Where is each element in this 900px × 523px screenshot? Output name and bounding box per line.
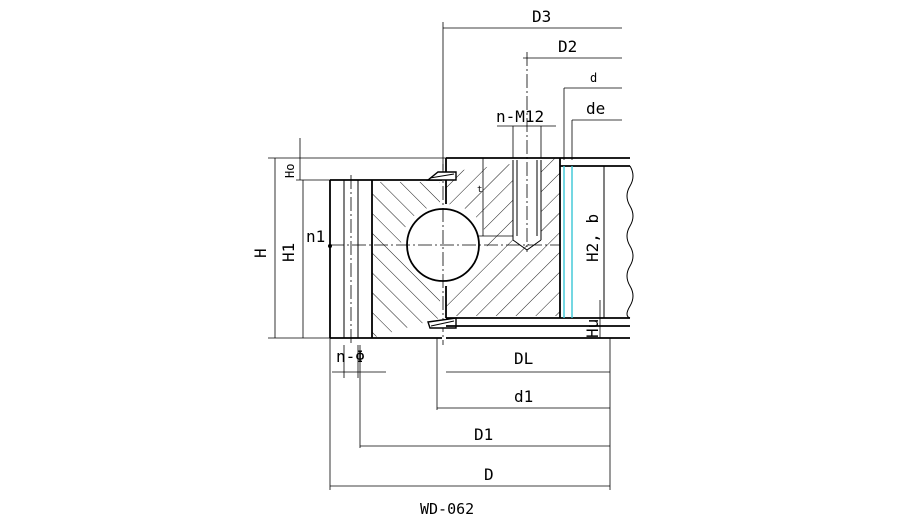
label-D: D bbox=[484, 465, 494, 484]
label-d1: d1 bbox=[514, 387, 533, 406]
label-H2b: H2, b bbox=[583, 214, 602, 262]
label-D3: D3 bbox=[532, 7, 551, 26]
inner-ring bbox=[445, 52, 561, 319]
dimension-labels: D3 D2 d de n-M12 t Ho H H1 n1 H2, b Hu n… bbox=[251, 7, 605, 518]
n1-marker bbox=[328, 244, 332, 248]
label-nPhi: n-Φ bbox=[336, 347, 365, 366]
label-t: t bbox=[477, 185, 482, 195]
label-de: de bbox=[586, 99, 605, 118]
dimension-lines bbox=[268, 22, 622, 490]
label-DL: DL bbox=[514, 349, 533, 368]
label-n1: n1 bbox=[306, 227, 325, 246]
label-D2: D2 bbox=[558, 37, 577, 56]
label-thread: n-M12 bbox=[496, 107, 544, 126]
outer-ring bbox=[329, 175, 442, 345]
label-d: d bbox=[590, 71, 597, 85]
label-D1: D1 bbox=[474, 425, 493, 444]
ball bbox=[330, 164, 560, 345]
label-H1: H1 bbox=[279, 243, 298, 262]
drawing-caption: WD-062 bbox=[420, 500, 474, 518]
seal-top bbox=[426, 171, 457, 181]
label-H: H bbox=[251, 248, 270, 258]
label-Hu: Hu bbox=[583, 319, 602, 338]
label-Ho: Ho bbox=[283, 164, 297, 178]
outer-ring-hatch bbox=[372, 182, 440, 338]
